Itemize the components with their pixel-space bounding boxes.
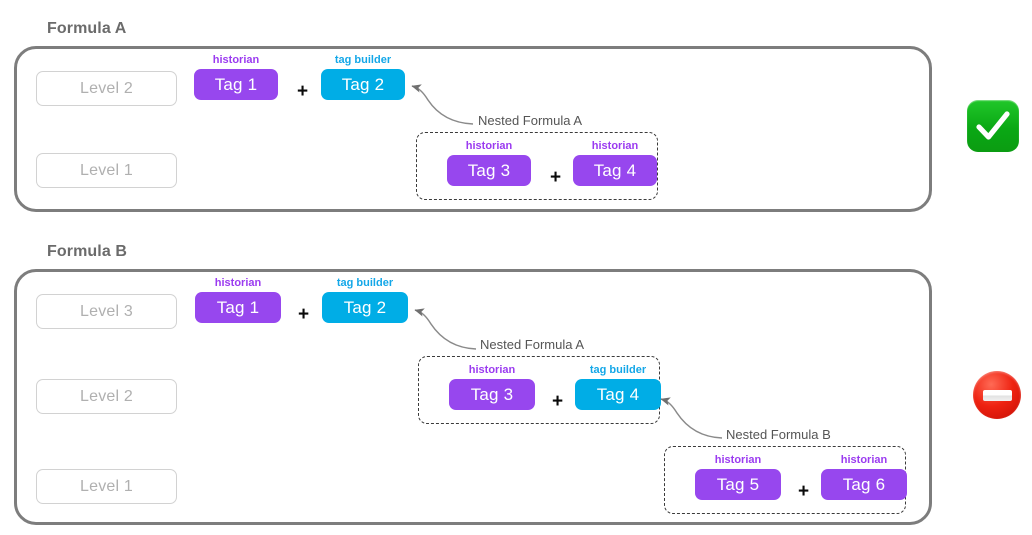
tag-chip: Tag 3	[447, 155, 531, 186]
tag-chip: Tag 6	[821, 469, 907, 500]
level-label: Level 1	[80, 477, 133, 495]
formula-b-operator-top: +	[298, 304, 310, 325]
tag-chip: Tag 1	[195, 292, 281, 323]
formula-b-nested-a-tag-3[interactable]: historian Tag 3	[449, 364, 535, 410]
formula-b-level-3[interactable]: Level 3	[36, 294, 177, 329]
tag-kind-label: historian	[714, 454, 762, 466]
tag-chip: Tag 2	[322, 292, 408, 323]
tag-chip: Tag 4	[575, 379, 661, 410]
formula-b-tag-2[interactable]: tag builder Tag 2	[322, 277, 408, 323]
formula-a-nested-a-group: historian Tag 3 + historian Tag 4	[416, 132, 658, 200]
formula-a-nested-a-tag-4[interactable]: historian Tag 4	[573, 140, 657, 186]
formula-a-tag-1[interactable]: historian Tag 1	[194, 54, 278, 100]
formula-b-container: Level 3 Level 2 Level 1 historian Tag 1 …	[14, 269, 932, 525]
formula-a-container: Level 2 Level 1 historian Tag 1 + tag bu…	[14, 46, 932, 212]
tag-chip: Tag 4	[573, 155, 657, 186]
formula-b-nested-a-label: Nested Formula A	[480, 337, 585, 352]
tag-kind-label: tag builder	[334, 54, 392, 66]
red-no-entry-icon	[973, 371, 1021, 419]
tag-kind-label: historian	[214, 277, 262, 289]
formula-b-nested-b-tag-6[interactable]: historian Tag 6	[821, 454, 907, 500]
green-check-icon	[967, 100, 1019, 152]
tag-kind-label: historian	[465, 140, 513, 152]
formula-b-nested-a-operator: +	[552, 391, 564, 412]
level-label: Level 2	[80, 387, 133, 405]
formula-b-title: Formula B	[47, 243, 128, 260]
formula-b-level-1[interactable]: Level 1	[36, 469, 177, 504]
tag-kind-label: historian	[212, 54, 260, 66]
formula-a-title: Formula A	[47, 20, 127, 37]
formula-a-level-2[interactable]: Level 2	[36, 71, 177, 106]
formula-b-nested-b-label: Nested Formula B	[726, 427, 831, 442]
formula-b-level-2[interactable]: Level 2	[36, 379, 177, 414]
no-entry-bar	[982, 389, 1012, 401]
tag-kind-label: historian	[591, 140, 639, 152]
level-label: Level 1	[80, 161, 133, 179]
tag-kind-label: tag builder	[589, 364, 647, 376]
formula-a-nested-a-operator: +	[550, 167, 562, 188]
tag-chip: Tag 2	[321, 69, 405, 100]
tag-chip: Tag 3	[449, 379, 535, 410]
tag-kind-label: historian	[840, 454, 888, 466]
formula-b-tag-1[interactable]: historian Tag 1	[195, 277, 281, 323]
tag-chip: Tag 5	[695, 469, 781, 500]
formula-b-nested-b-group: historian Tag 5 + historian Tag 6	[664, 446, 907, 514]
tag-chip: Tag 1	[194, 69, 278, 100]
formula-b-nested-a-tag-4[interactable]: tag builder Tag 4	[575, 364, 661, 410]
level-label: Level 2	[80, 79, 133, 97]
tag-kind-label: historian	[468, 364, 516, 376]
tag-kind-label: tag builder	[336, 277, 394, 289]
formula-a-nested-a-tag-3[interactable]: historian Tag 3	[447, 140, 531, 186]
formula-a-tag-2[interactable]: tag builder Tag 2	[321, 54, 405, 100]
level-label: Level 3	[80, 302, 133, 320]
formula-b-nested-a-group: historian Tag 3 + tag builder Tag 4	[418, 356, 661, 424]
formula-b-nested-b-tag-5[interactable]: historian Tag 5	[695, 454, 781, 500]
formula-a-operator-top: +	[297, 81, 309, 102]
formula-b-nested-b-operator: +	[798, 481, 810, 502]
formula-a-level-1[interactable]: Level 1	[36, 153, 177, 188]
formula-a-nested-a-label: Nested Formula A	[478, 113, 583, 128]
